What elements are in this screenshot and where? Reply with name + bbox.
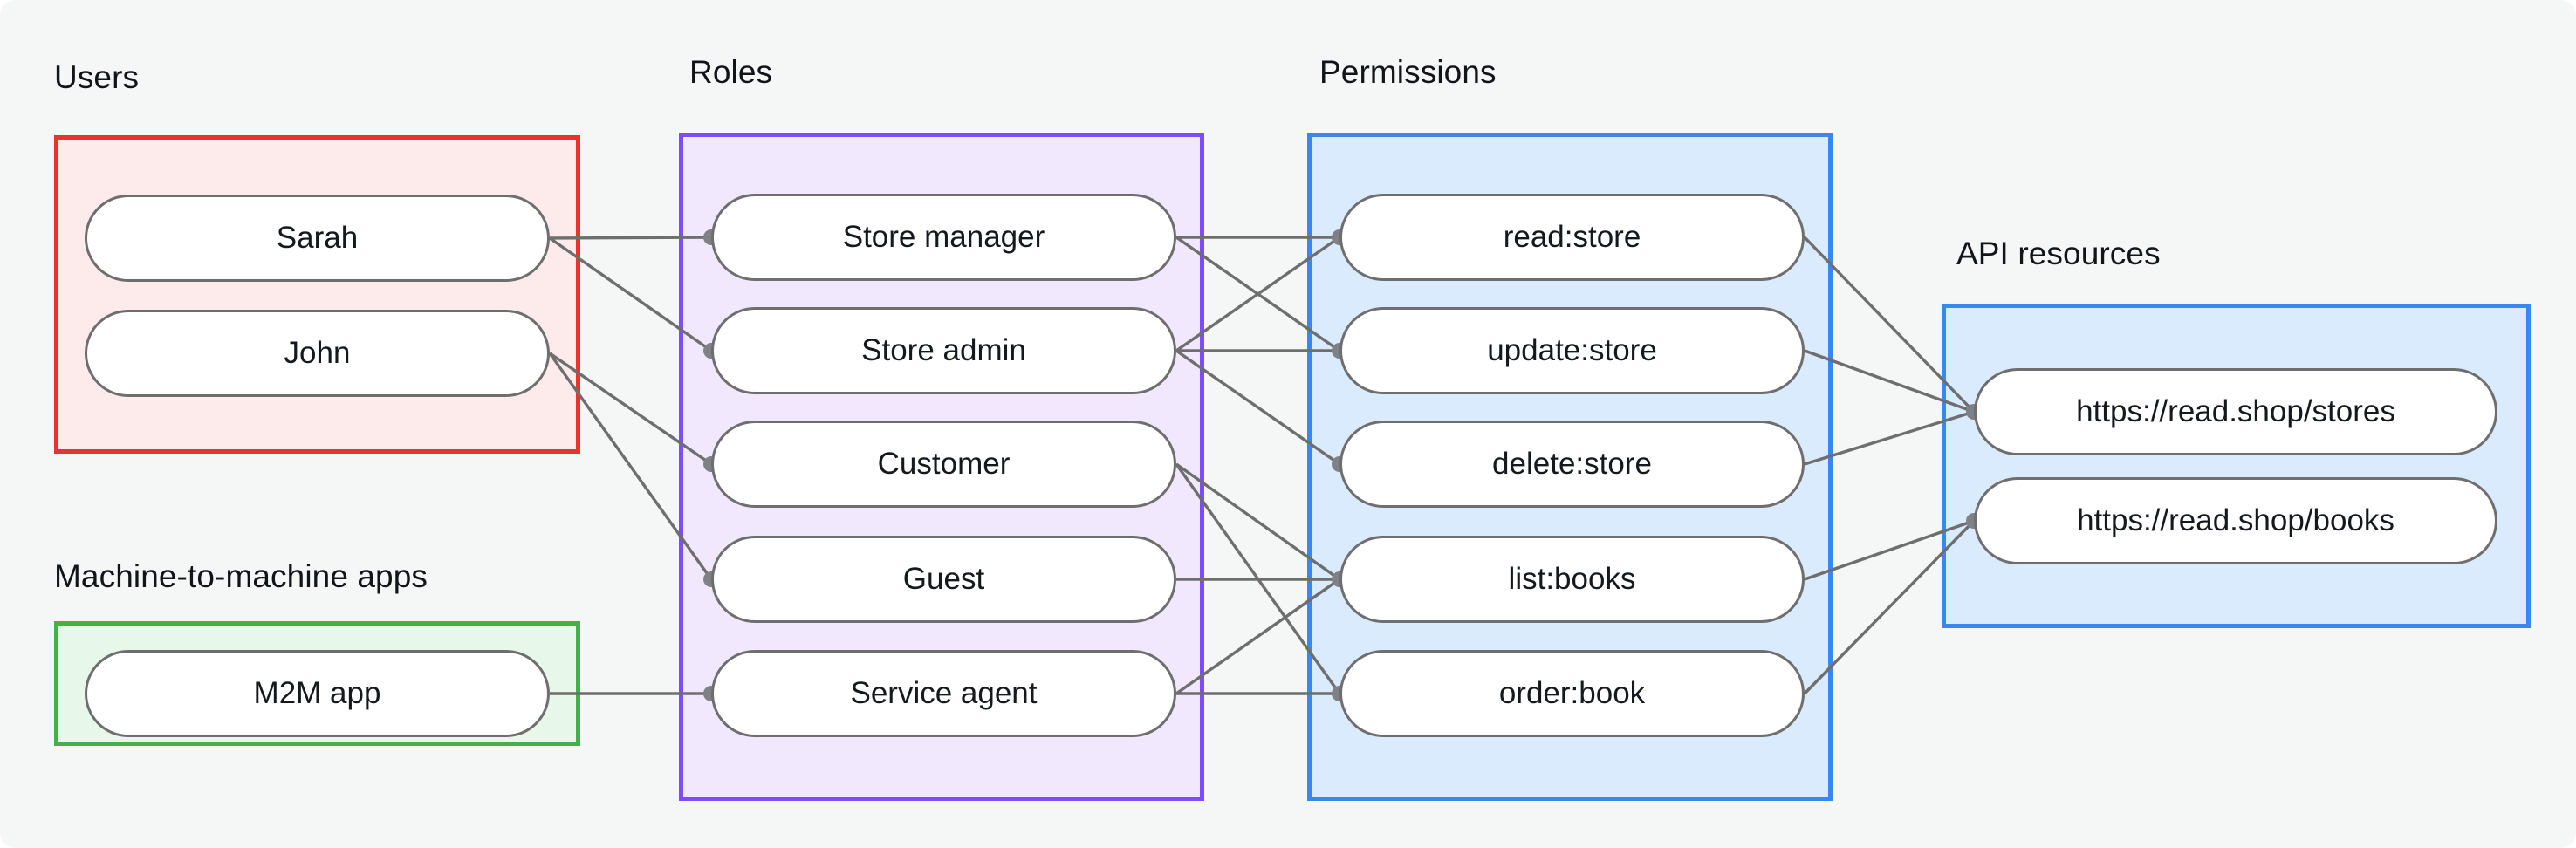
node-update_store[interactable]: update:store [1339, 307, 1805, 394]
node-res_stores[interactable]: https://read.shop/stores [1974, 368, 2497, 455]
node-store_admin[interactable]: Store admin [711, 307, 1176, 394]
node-sarah[interactable]: Sarah [85, 195, 550, 282]
node-store_manager[interactable]: Store manager [711, 194, 1176, 281]
node-read_store[interactable]: read:store [1339, 194, 1805, 281]
node-order_book[interactable]: order:book [1339, 650, 1805, 737]
group-caption-users: Users [54, 59, 140, 95]
group-caption-api-resources: API resources [1956, 236, 2161, 271]
node-list_books[interactable]: list:books [1339, 536, 1805, 623]
group-box-users [54, 135, 580, 454]
group-caption-permissions: Permissions [1319, 54, 1497, 90]
node-m2m_app[interactable]: M2M app [85, 650, 550, 737]
group-box-api-resources [1942, 304, 2531, 628]
node-res_books[interactable]: https://read.shop/books [1974, 477, 2497, 564]
node-service_agent[interactable]: Service agent [711, 650, 1176, 737]
node-customer[interactable]: Customer [711, 421, 1176, 508]
node-delete_store[interactable]: delete:store [1339, 421, 1805, 508]
node-john[interactable]: John [85, 310, 550, 397]
group-caption-roles: Roles [689, 54, 773, 90]
group-caption-m2m: Machine-to-machine apps [54, 558, 428, 594]
node-guest[interactable]: Guest [711, 536, 1176, 623]
